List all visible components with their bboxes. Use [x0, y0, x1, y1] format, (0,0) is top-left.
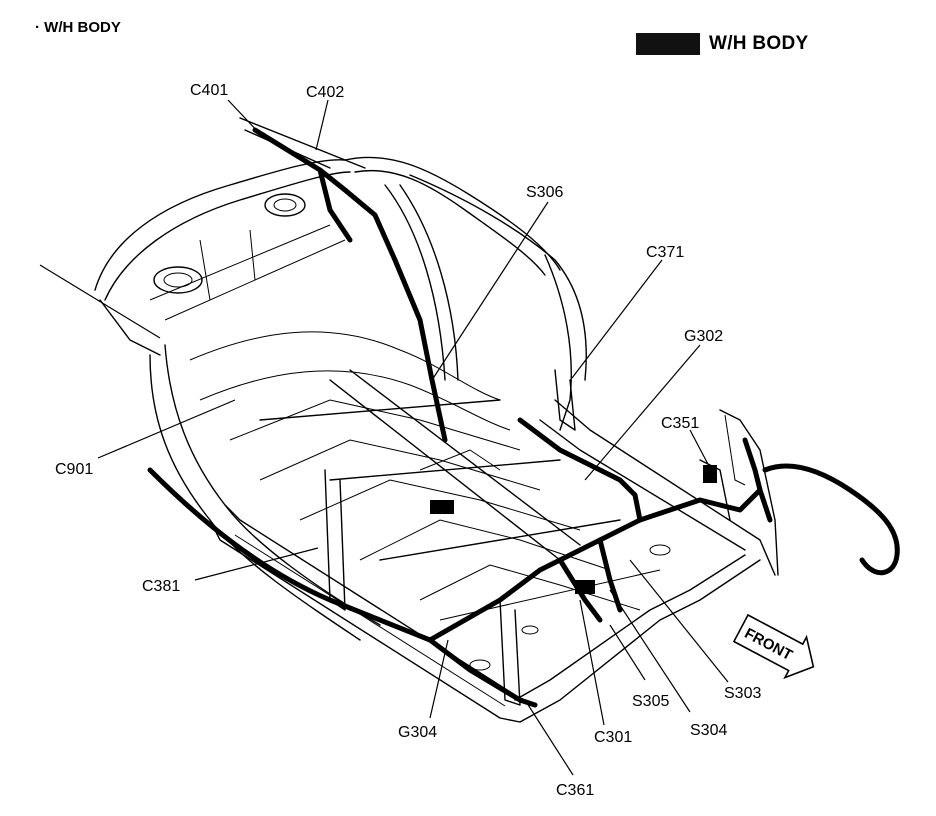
- leader-lines: [39, 99, 729, 776]
- callout-s306: S306: [526, 184, 563, 201]
- callout-c381: C381: [142, 578, 180, 595]
- callout-c401: C401: [190, 82, 228, 99]
- callout-c371: C371: [646, 244, 684, 261]
- callout-g302: G302: [684, 328, 723, 345]
- callout-c402: C402: [306, 84, 344, 101]
- callout-s305: S305: [632, 693, 669, 710]
- callout-c351: C351: [661, 415, 699, 432]
- callout-g304: G304: [398, 724, 437, 741]
- front-arrow: FRONT: [732, 613, 815, 680]
- callout-s304: S304: [690, 722, 727, 739]
- vehicle-body-outline: [94, 117, 779, 723]
- section-label: · W/H BODY: [35, 19, 121, 36]
- legend-swatch: [636, 33, 700, 55]
- callout-c901: C901: [55, 461, 93, 478]
- callout-labels: C401 C402 S306 C371 G302 C351 C901 C381 …: [55, 82, 761, 799]
- legend-label: W/H BODY: [709, 33, 809, 54]
- callout-s303: S303: [724, 685, 761, 702]
- callout-c361: C361: [556, 782, 594, 799]
- body-wiring-harness: [147, 127, 900, 708]
- legend: W/H BODY: [636, 32, 809, 56]
- callout-c301: C301: [594, 729, 632, 746]
